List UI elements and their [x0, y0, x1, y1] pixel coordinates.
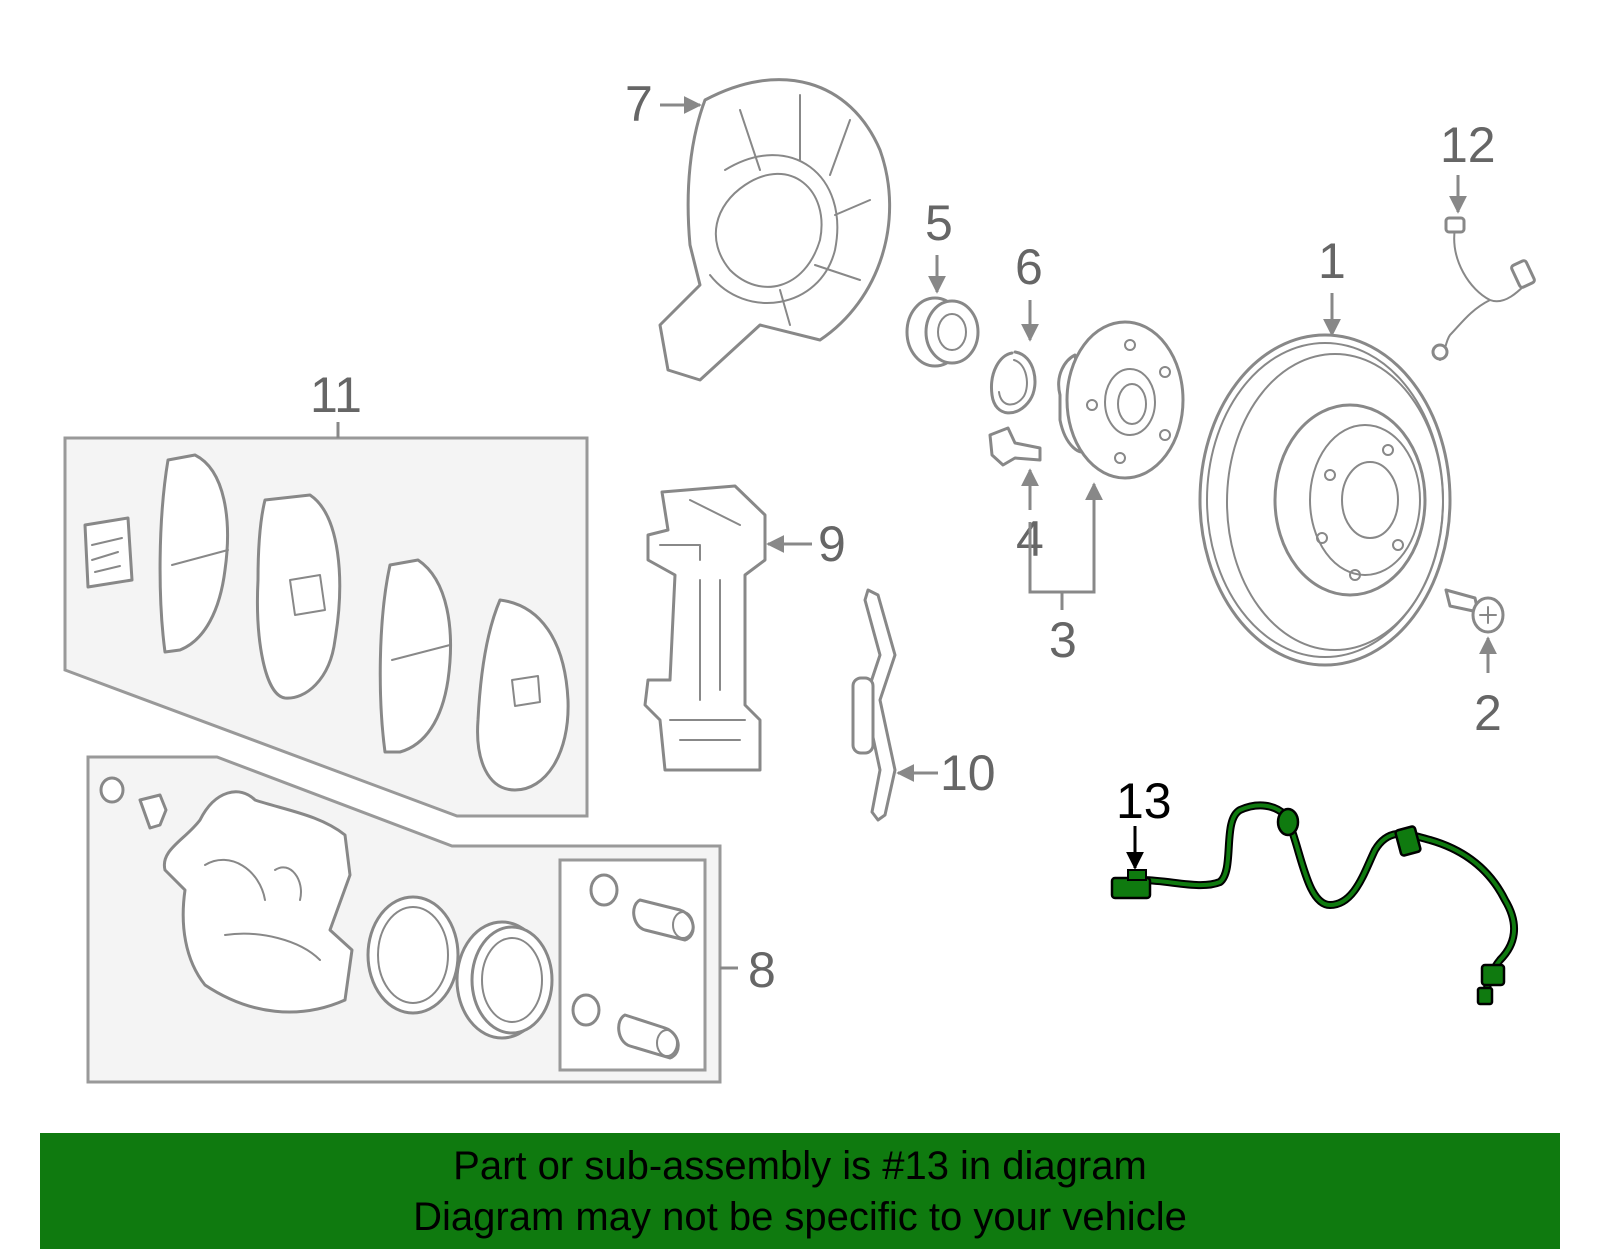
callout-5: 5: [925, 195, 953, 251]
part-12-wear-sensor: [1431, 216, 1536, 361]
callout-1: 1: [1318, 233, 1346, 289]
part-5-wheel-bearing: [905, 296, 980, 368]
part-13-connector-tab: [1127, 869, 1147, 881]
info-banner: Part or sub-assembly is #13 in diagram D…: [40, 1133, 1560, 1249]
part-7-dust-shield: [658, 78, 892, 382]
callout-13: 13: [1116, 773, 1172, 829]
callout-2: 2: [1474, 685, 1502, 741]
part-13-sensor-head: [1480, 963, 1506, 987]
part-13-sensor-tip: [1476, 986, 1494, 1006]
part-13-clip: [1394, 825, 1422, 857]
part-13-wire-outline: [1136, 801, 1519, 999]
part-1-brake-rotor: [1198, 333, 1452, 667]
callout-7: 7: [625, 76, 653, 132]
callout-10: 10: [940, 745, 996, 801]
part-11-brake-pad-set: [63, 436, 589, 818]
part-9-caliper-bracket: [643, 484, 767, 772]
callout-6: 6: [1015, 239, 1043, 295]
part-2-rotor-screw: [1444, 588, 1505, 634]
part-4-hub-bolt: [988, 426, 1042, 467]
callout-11: 11: [310, 367, 362, 423]
callout-9: 9: [818, 516, 846, 572]
part-6-snap-ring: [990, 350, 1037, 415]
banner-line-2: Diagram may not be specific to your vehi…: [413, 1195, 1187, 1239]
callout-3: 3: [1049, 612, 1077, 668]
part-3-hub-assembly: [1057, 320, 1185, 480]
part-13-abs-sensor-harness: [1110, 801, 1519, 1006]
callout-8: 8: [748, 942, 776, 998]
part-13-grommet-1: [1276, 807, 1300, 837]
banner-line-1: Part or sub-assembly is #13 in diagram: [453, 1144, 1147, 1188]
part-13-wire: [1138, 803, 1517, 997]
part-8-caliper-assembly: [86, 755, 722, 1084]
part-10-pad-spring: [851, 588, 897, 822]
callout-12: 12: [1440, 117, 1496, 173]
